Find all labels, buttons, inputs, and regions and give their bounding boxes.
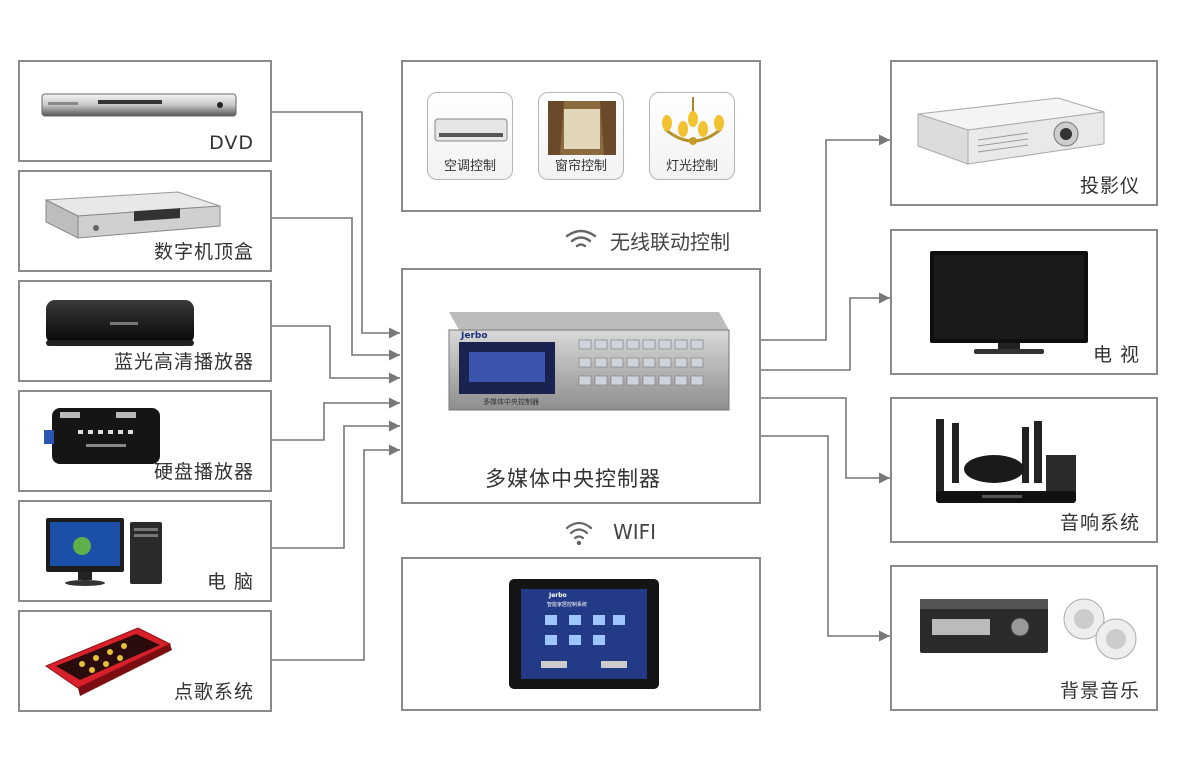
wire-dvd [272, 111, 400, 334]
device-box-projector: 投影仪 [890, 60, 1158, 206]
panel-brand: Jerbo [548, 592, 567, 599]
device-box-bluray: 蓝光高清播放器 [18, 280, 272, 382]
dvd-player-icon [41, 93, 237, 117]
controller-brand: Jerbo [460, 331, 488, 341]
wire-hdd [272, 402, 400, 441]
device-box-audio: 音响系统 [890, 397, 1158, 543]
arrow-head [389, 327, 400, 339]
control-label: 灯光控制 [665, 159, 718, 174]
control-tile-ac: 空调控制 [427, 92, 513, 180]
device-label: 硬盘播放器 [153, 461, 254, 483]
controller-panel-text: 多媒体中央控制器 [483, 397, 539, 406]
set-top-box-icon [44, 191, 221, 239]
wire-bluray [272, 325, 400, 379]
wifi-caption: WIFI [613, 520, 657, 544]
wire-projector [761, 139, 890, 341]
device-box-dvd: DVD [18, 60, 272, 162]
computer-icon [46, 518, 162, 586]
central-controller-box: Jerbo 多媒体中央控制器 多媒体中央控制器 [401, 268, 761, 504]
arrow-head [389, 372, 400, 384]
chandelier-icon [662, 97, 724, 145]
arrow-head [879, 630, 890, 642]
panel-title: 智能家居控制系统 [547, 601, 587, 608]
device-label: 数字机顶盒 [153, 241, 254, 263]
device-label: 背景音乐 [1059, 680, 1140, 702]
wireless-signal-icon [565, 229, 597, 248]
wireless-control-box: 空调控制 窗帘控制 灯光控制 [401, 60, 761, 212]
device-box-hdd: 硬盘播放器 [18, 390, 272, 492]
wifi-panel-box: Jerbo 智能家居控制系统 [401, 557, 761, 711]
arrow-head [389, 349, 400, 361]
device-label: 电 视 [1092, 344, 1140, 366]
arrow-head [879, 292, 890, 304]
curtain-icon [548, 101, 616, 155]
hdd-player-icon [44, 408, 160, 464]
tv-icon [930, 251, 1088, 354]
arrow-head [389, 397, 400, 409]
wire-audio [761, 397, 890, 479]
wire-bgm [761, 435, 890, 637]
central-controller-title: 多媒体中央控制器 [485, 467, 661, 491]
device-label: 点歌系统 [173, 681, 254, 703]
wire-stb [272, 217, 400, 356]
control-tile-curtain: 窗帘控制 [538, 92, 624, 180]
projector-icon [917, 97, 1105, 165]
device-label: DVD [209, 132, 254, 154]
device-label: 音响系统 [1059, 512, 1140, 534]
bluray-player-icon [46, 300, 194, 346]
device-box-ktv: 点歌系统 [18, 610, 272, 712]
arrow-head [879, 472, 890, 484]
wireless-caption: 无线联动控制 [610, 230, 730, 254]
device-label: 电 脑 [206, 571, 254, 593]
control-label: 窗帘控制 [554, 159, 607, 174]
wire-pc [272, 425, 400, 549]
wire-ktv [272, 449, 400, 661]
karaoke-tablet-icon [44, 627, 172, 696]
arrow-head [389, 420, 400, 432]
air-conditioner-icon [434, 118, 508, 142]
device-label: 投影仪 [1079, 175, 1140, 197]
device-box-tv: 电 视 [890, 229, 1158, 375]
background-music-icon [920, 598, 1137, 660]
arrow-head [389, 444, 400, 456]
device-box-bgm: 背景音乐 [890, 565, 1158, 711]
device-box-stb: 数字机顶盒 [18, 170, 272, 272]
wire-tv [761, 297, 890, 371]
touch-panel-icon: Jerbo 智能家居控制系统 [509, 579, 659, 689]
wifi-icon [565, 521, 593, 546]
device-box-pc: 电 脑 [18, 500, 272, 602]
home-theater-icon [936, 419, 1076, 503]
arrow-head [879, 134, 890, 146]
controller-device-icon: Jerbo 多媒体中央控制器 [448, 312, 730, 411]
control-label: 空调控制 [443, 159, 496, 174]
device-label: 蓝光高清播放器 [113, 351, 254, 373]
control-tile-light: 灯光控制 [649, 92, 735, 180]
